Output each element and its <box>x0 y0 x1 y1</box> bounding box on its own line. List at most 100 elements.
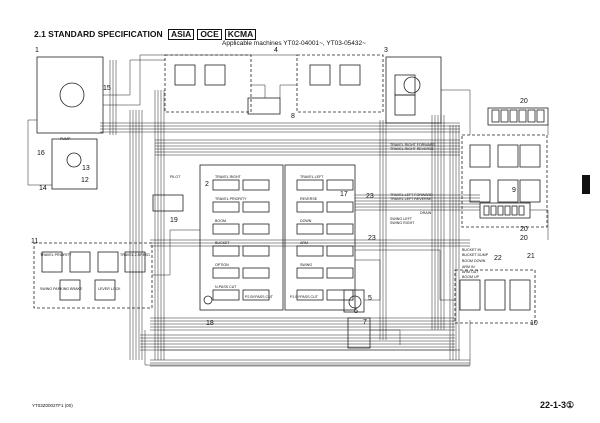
callout-number: 4 <box>274 47 278 54</box>
callout-number: 22 <box>494 255 502 262</box>
pressure-switch-block <box>487 107 549 126</box>
solenoid-cell <box>69 251 91 273</box>
valve-label: TRAVEL LEFT FORWARD <box>390 193 433 197</box>
travel-motor-left <box>296 54 384 113</box>
valve-label: PUMP <box>60 137 71 141</box>
accumulator-line <box>355 259 381 301</box>
valve-spool <box>242 201 270 213</box>
valve-label: DRAIN <box>420 211 432 215</box>
valve-label: ARM <box>300 241 308 245</box>
manifold-port <box>511 205 518 216</box>
valve-label: SWING <box>300 263 312 267</box>
pilot-valve-right <box>461 134 548 228</box>
pilot-cell <box>519 144 541 168</box>
motor-cell <box>394 74 416 96</box>
callout-number: 5 <box>368 295 372 302</box>
valve-label: TRAVEL RIGHT <box>215 175 242 179</box>
market-tag-asia: ASIA <box>168 29 195 40</box>
filter-circle <box>66 152 82 168</box>
manifold-line <box>530 209 549 240</box>
valve-label: TRAVEL LEFT REVERSE <box>390 197 432 201</box>
pump-line <box>103 59 165 96</box>
control-valve-p1 <box>199 164 284 311</box>
callout-number: 20 <box>520 226 528 233</box>
valve-spool <box>296 201 324 213</box>
valve-label: DOWN <box>300 219 312 223</box>
pump-line <box>103 54 297 106</box>
solenoid-cell <box>97 251 119 273</box>
valve-spool <box>326 201 354 213</box>
callout-number: 16 <box>37 150 45 157</box>
manifold-port <box>490 205 497 216</box>
valve-spool <box>326 179 354 191</box>
callout-number: 20 <box>520 235 528 242</box>
valve-label: SWING PARKING BRAKE <box>40 287 83 291</box>
switch-cell <box>491 109 500 123</box>
valve-label: SWING LEFT <box>390 217 413 221</box>
valve-label: TRAVEL RIGHT REVERSE <box>390 147 434 151</box>
valve-spool <box>296 223 324 235</box>
valve-spool <box>296 179 324 191</box>
relief-unit <box>347 317 371 349</box>
manifold-port <box>518 205 525 216</box>
manifold-port <box>483 205 490 216</box>
motor-cell <box>309 64 331 86</box>
valve-label: LEVER LOCK <box>98 287 121 291</box>
motor-cell <box>394 94 416 116</box>
valve-label: TRAVEL PRIORITY <box>215 197 247 201</box>
accumulator-unit <box>343 289 365 313</box>
pilot-cell <box>459 279 481 311</box>
callout-number: 13 <box>82 165 90 172</box>
callout-number: 17 <box>340 191 348 198</box>
swing-motor-unit <box>385 56 442 124</box>
pilot-cell <box>469 179 491 203</box>
valve-label: REVERSE <box>300 197 318 201</box>
pilot-valve-left <box>454 269 536 324</box>
valve-label: ARM OUT <box>462 270 479 274</box>
manifold-port <box>504 205 511 216</box>
callout-number: 14 <box>39 185 47 192</box>
callout-number: 20 <box>520 98 528 105</box>
valve-label: TRAVEL LEFT <box>300 175 324 179</box>
tank-line <box>144 320 471 366</box>
callout-number: 23 <box>368 235 376 242</box>
accumulator-circle <box>348 295 362 309</box>
callout-number: 10 <box>530 320 538 327</box>
callout-number: 1 <box>35 47 39 54</box>
pilot-cell <box>497 179 519 203</box>
check-circle <box>203 295 213 305</box>
valve-label: PILOT <box>170 175 181 179</box>
valve-spool <box>212 201 240 213</box>
valve-spool <box>242 245 270 257</box>
valve-label: BOOM <box>215 219 226 223</box>
callout-number: 3 <box>384 47 388 54</box>
document-code: YT03Z0002TF1 (00) <box>32 403 73 408</box>
callout-number: 12 <box>81 177 89 184</box>
solenoid-valve-block <box>33 242 153 309</box>
valve-label: TRAVEL PRIORITY <box>40 253 72 257</box>
travel-motor-right <box>164 54 252 113</box>
valve-spool <box>212 223 240 235</box>
callout-number: 6 <box>354 308 358 315</box>
motor-cell <box>204 64 226 86</box>
selector-valve <box>152 194 184 212</box>
pilot-cell <box>519 179 541 203</box>
pump-circle <box>59 82 85 108</box>
swing-line <box>441 89 471 135</box>
valve-spool <box>296 267 324 279</box>
valve-label: BOOM DOWN <box>462 259 486 263</box>
valve-label: ARM IN <box>462 265 475 269</box>
valve-label: TRAVEL RIGHT FORWARD <box>390 143 435 147</box>
valve-label: TRAVEL 2-SPEED <box>120 253 150 257</box>
callout-number: 8 <box>291 113 295 120</box>
valve-label: BOOM UP <box>462 275 480 279</box>
callout-number: 15 <box>103 85 111 92</box>
swing-motor-circle <box>403 76 421 94</box>
valve-label: P2 BYPASS CUT <box>245 295 274 299</box>
solenoid-cell <box>124 251 146 273</box>
manifold-port <box>497 205 504 216</box>
travel-line <box>279 84 297 98</box>
pump-unit <box>36 56 104 134</box>
